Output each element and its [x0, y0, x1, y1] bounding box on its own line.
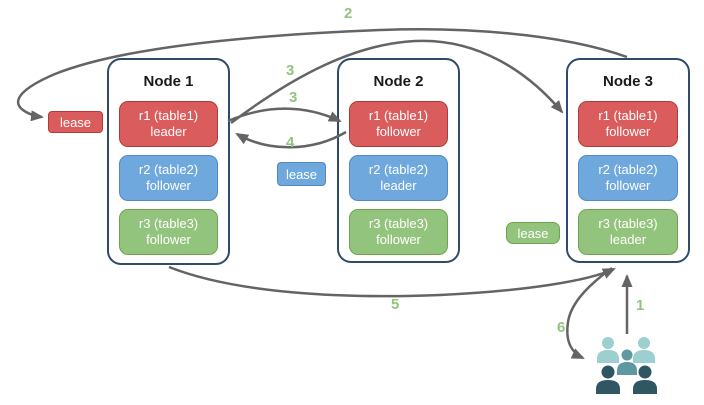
node2-r2-replica: r2 (table2) leader	[349, 155, 448, 201]
node-1-title: Node 1	[143, 73, 194, 90]
step-label-6: 6	[557, 319, 566, 336]
node-2-box: Node 2 r1 (table1) follower r2 (table2) …	[337, 58, 460, 263]
replica-role: leader	[609, 232, 647, 247]
step-label-1: 1	[636, 297, 645, 314]
replica-name: r2 (table2)	[598, 162, 658, 177]
step-label-5: 5	[391, 296, 400, 313]
replica-role: follower	[605, 124, 651, 139]
node-3-box: Node 3 r1 (table1) follower r2 (table2) …	[566, 58, 690, 263]
replica-role: leader	[150, 124, 187, 139]
replica-name: r3 (table3)	[598, 216, 658, 231]
replica-role: follower	[605, 178, 651, 193]
replica-name: r1 (table1)	[368, 108, 429, 123]
replica-name: r3 (table3)	[138, 216, 199, 231]
node1-r2-replica: r2 (table2) follower	[119, 155, 218, 201]
users-group-icon	[596, 337, 657, 394]
step-label-2: 2	[344, 5, 353, 22]
node1-r1-replica: r1 (table1) leader	[119, 101, 218, 147]
lease-badge-red: lease	[48, 111, 103, 133]
replica-role: follower	[146, 178, 191, 193]
lease-badge-green: lease	[506, 222, 560, 244]
replica-name: r1 (table1)	[598, 108, 658, 123]
arrow-step3-node1-to-node2	[227, 107, 342, 123]
node3-r1-replica: r1 (table1) follower	[578, 101, 678, 147]
replica-role: follower	[376, 232, 421, 247]
node3-r2-replica: r2 (table2) follower	[578, 155, 678, 201]
node2-r1-replica: r1 (table1) follower	[349, 101, 448, 147]
replica-role: follower	[376, 124, 421, 139]
arrow-step5-node1-to-node3	[168, 265, 616, 298]
node-1-box: Node 1 r1 (table1) leader r2 (table2) fo…	[107, 58, 230, 265]
step-label-3a: 3	[286, 62, 295, 79]
node3-r3-replica: r3 (table3) leader	[578, 209, 678, 255]
replica-role: follower	[146, 232, 191, 247]
replica-name: r2 (table2)	[368, 162, 429, 177]
step-label-4: 4	[286, 134, 295, 151]
node2-r3-replica: r3 (table3) follower	[349, 209, 448, 255]
replica-name: r3 (table3)	[368, 216, 429, 231]
node-2-title: Node 2	[373, 73, 424, 90]
replica-name: r1 (table1)	[138, 108, 199, 123]
replica-role: leader	[380, 178, 417, 193]
lease-badge-blue: lease	[277, 162, 326, 186]
node-3-title: Node 3	[602, 73, 653, 90]
replica-name: r2 (table2)	[138, 162, 199, 177]
step-label-3b: 3	[289, 89, 298, 106]
node1-r3-replica: r3 (table3) follower	[119, 209, 218, 255]
